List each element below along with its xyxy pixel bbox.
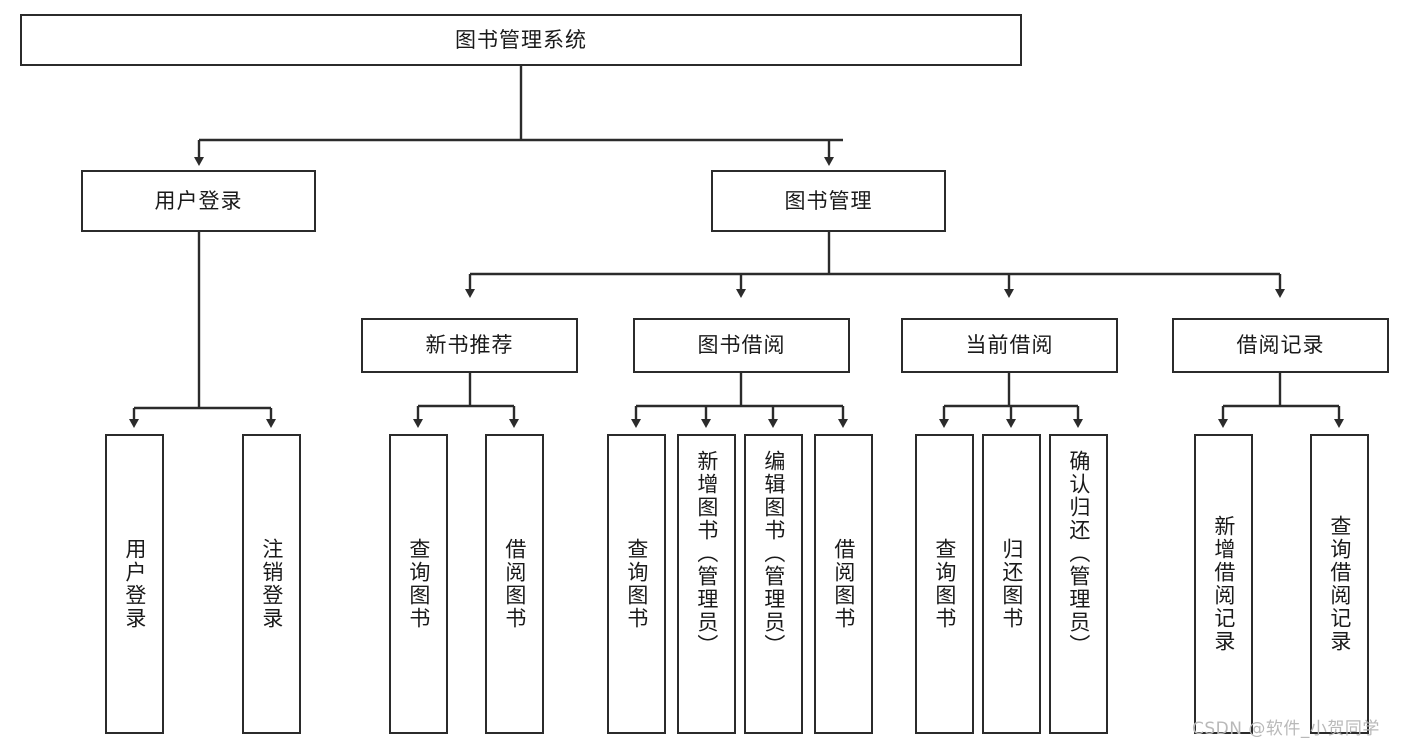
node-label: 新书推荐 [425, 333, 514, 358]
node-label: 编辑图书（管理员） [761, 450, 786, 657]
watermark-text: CSDN @软件_小贺同学 [1192, 719, 1380, 739]
node-label: 查询图书 [406, 538, 431, 630]
node-label: 用户登录 [154, 188, 243, 213]
leaf-book-borrow-borrow-book[interactable]: 借阅图书 [814, 434, 873, 734]
node-label: 查询图书 [624, 538, 649, 630]
node-label: 归还图书 [999, 538, 1024, 630]
node-label: 查询图书 [932, 538, 957, 630]
leaf-borrow-record-query-record[interactable]: 查询借阅记录 [1310, 434, 1369, 734]
node-label: 新增图书（管理员） [694, 450, 719, 657]
node-root-book-management-system[interactable]: 图书管理系统 [20, 14, 1022, 66]
node-label: 图书管理系统 [455, 27, 587, 52]
node-label: 用户登录 [122, 538, 147, 630]
node-book-borrow[interactable]: 图书借阅 [633, 318, 850, 373]
node-label: 借阅图书 [502, 538, 527, 630]
node-label: 图书管理 [784, 188, 873, 213]
leaf-book-borrow-edit-book-admin[interactable]: 编辑图书（管理员） [744, 434, 803, 734]
node-current-borrow[interactable]: 当前借阅 [901, 318, 1118, 373]
leaf-current-borrow-confirm-return-admin[interactable]: 确认归还（管理员） [1049, 434, 1108, 734]
leaf-user-login-logout[interactable]: 注销登录 [242, 434, 301, 734]
node-label: 借阅记录 [1236, 333, 1325, 358]
node-book-management[interactable]: 图书管理 [711, 170, 946, 232]
leaf-book-borrow-query-book[interactable]: 查询图书 [607, 434, 666, 734]
leaf-current-borrow-return-book[interactable]: 归还图书 [982, 434, 1041, 734]
node-label: 确认归还（管理员） [1066, 450, 1091, 657]
leaf-user-login-login[interactable]: 用户登录 [105, 434, 164, 734]
node-label: 注销登录 [259, 538, 284, 630]
node-label: 查询借阅记录 [1327, 515, 1352, 653]
leaf-current-borrow-query-book[interactable]: 查询图书 [915, 434, 974, 734]
node-label: 借阅图书 [831, 538, 856, 630]
leaf-new-book-query-book[interactable]: 查询图书 [389, 434, 448, 734]
csdn-watermark: CSDN @软件_小贺同学 [1192, 714, 1380, 739]
node-borrow-record[interactable]: 借阅记录 [1172, 318, 1389, 373]
leaf-book-borrow-add-book-admin[interactable]: 新增图书（管理员） [677, 434, 736, 734]
node-new-book-recommend[interactable]: 新书推荐 [361, 318, 578, 373]
node-label: 当前借阅 [965, 333, 1054, 358]
node-user-login[interactable]: 用户登录 [81, 170, 316, 232]
leaf-borrow-record-add-record[interactable]: 新增借阅记录 [1194, 434, 1253, 734]
node-label: 新增借阅记录 [1211, 515, 1236, 653]
node-label: 图书借阅 [697, 333, 786, 358]
leaf-new-book-borrow-book[interactable]: 借阅图书 [485, 434, 544, 734]
